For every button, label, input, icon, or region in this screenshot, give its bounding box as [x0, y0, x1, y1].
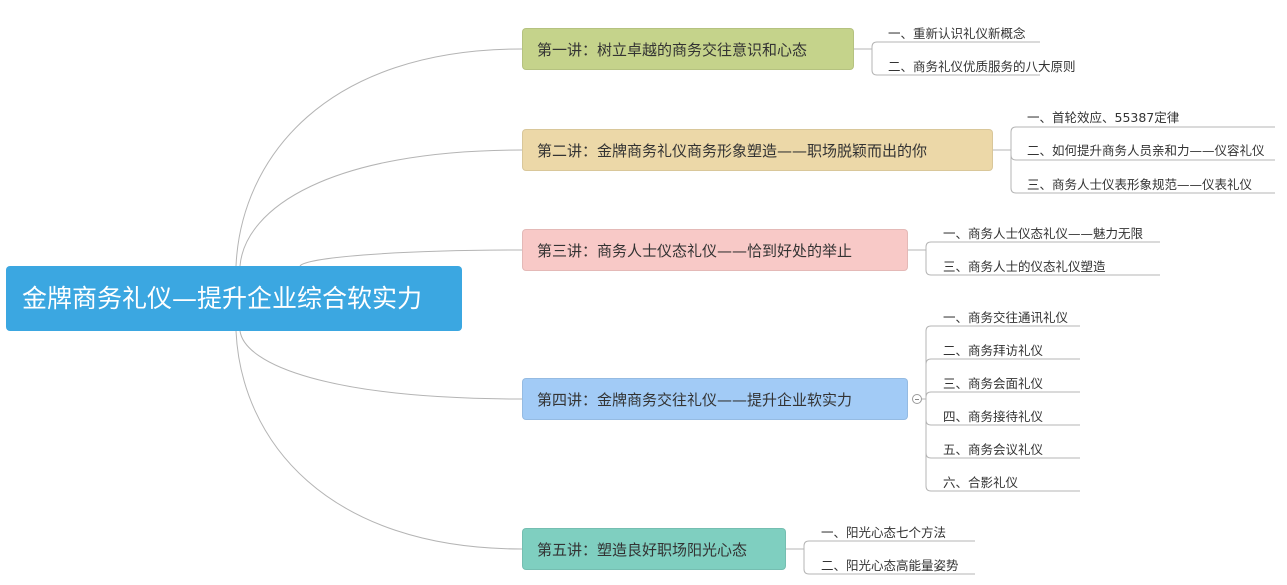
- subtopic-4-4[interactable]: 四、商务接待礼仪: [943, 409, 1044, 424]
- subtopic-4-1[interactable]: 一、商务交往通讯礼仪: [943, 310, 1069, 325]
- root-connector-3: [299, 249, 523, 267]
- leaf-connector-1-2: [871, 49, 1040, 76]
- leaf-connector-3-2: [925, 250, 1160, 276]
- branch-topic-3[interactable]: 第三讲：商务人士仪态礼仪——恰到好处的举止: [522, 229, 908, 271]
- subtopic-3-1[interactable]: 一、商务人士仪态礼仪——魅力无限: [943, 226, 1144, 241]
- leaf-connector-2-1: [1010, 126, 1275, 150]
- leaf-connector-2-3: [1010, 150, 1275, 194]
- leaf-connector-5-1: [803, 540, 975, 549]
- leaf-connector-4-2: [925, 358, 1080, 399]
- root-topic[interactable]: 金牌商务礼仪—提升企业综合软实力: [6, 266, 462, 331]
- subtopic-1-2[interactable]: 二、商务礼仪优质服务的八大原则: [888, 59, 1076, 74]
- subtopic-2-3[interactable]: 三、商务人士仪表形象规范——仪表礼仪: [1027, 177, 1253, 192]
- subtopic-4-5[interactable]: 五、商务会议礼仪: [943, 442, 1044, 457]
- root-connector-5: [235, 330, 523, 550]
- root-connector-1: [235, 48, 523, 267]
- subtopic-5-1[interactable]: 一、阳光心态七个方法: [821, 525, 947, 540]
- subtopic-3-2[interactable]: 三、商务人士的仪态礼仪塑造: [943, 259, 1106, 274]
- leaf-connector-5-2: [803, 549, 975, 575]
- subtopic-1-1[interactable]: 一、重新认识礼仪新概念: [888, 26, 1026, 41]
- leaf-connector-4-3: [925, 391, 1080, 399]
- subtopic-2-2[interactable]: 二、如何提升商务人员亲和力——仪容礼仪: [1027, 143, 1265, 158]
- collapse-minus-icon[interactable]: [912, 394, 922, 404]
- subtopic-4-6[interactable]: 六、合影礼仪: [943, 475, 1019, 490]
- root-connector-2: [239, 149, 523, 267]
- branch-topic-4[interactable]: 第四讲：金牌商务交往礼仪——提升企业软实力: [522, 378, 908, 420]
- branch-topic-2[interactable]: 第二讲：金牌商务礼仪商务形象塑造——职场脱颖而出的你: [522, 129, 993, 171]
- leaf-connector-4-1: [925, 325, 1080, 399]
- subtopic-2-1[interactable]: 一、首轮效应、55387定律: [1027, 110, 1180, 125]
- leaf-connector-4-6: [925, 399, 1080, 492]
- subtopic-4-3[interactable]: 三、商务会面礼仪: [943, 376, 1044, 391]
- subtopic-4-2[interactable]: 二、商务拜访礼仪: [943, 343, 1044, 358]
- leaf-connector-3-1: [925, 241, 1160, 250]
- root-connector-4: [239, 330, 523, 400]
- branch-topic-1[interactable]: 第一讲：树立卓越的商务交往意识和心态: [522, 28, 854, 70]
- subtopic-5-2[interactable]: 二、阳光心态高能量姿势: [821, 558, 959, 573]
- leaf-connector-1-1: [871, 41, 1040, 49]
- branch-topic-5[interactable]: 第五讲：塑造良好职场阳光心态: [522, 528, 786, 570]
